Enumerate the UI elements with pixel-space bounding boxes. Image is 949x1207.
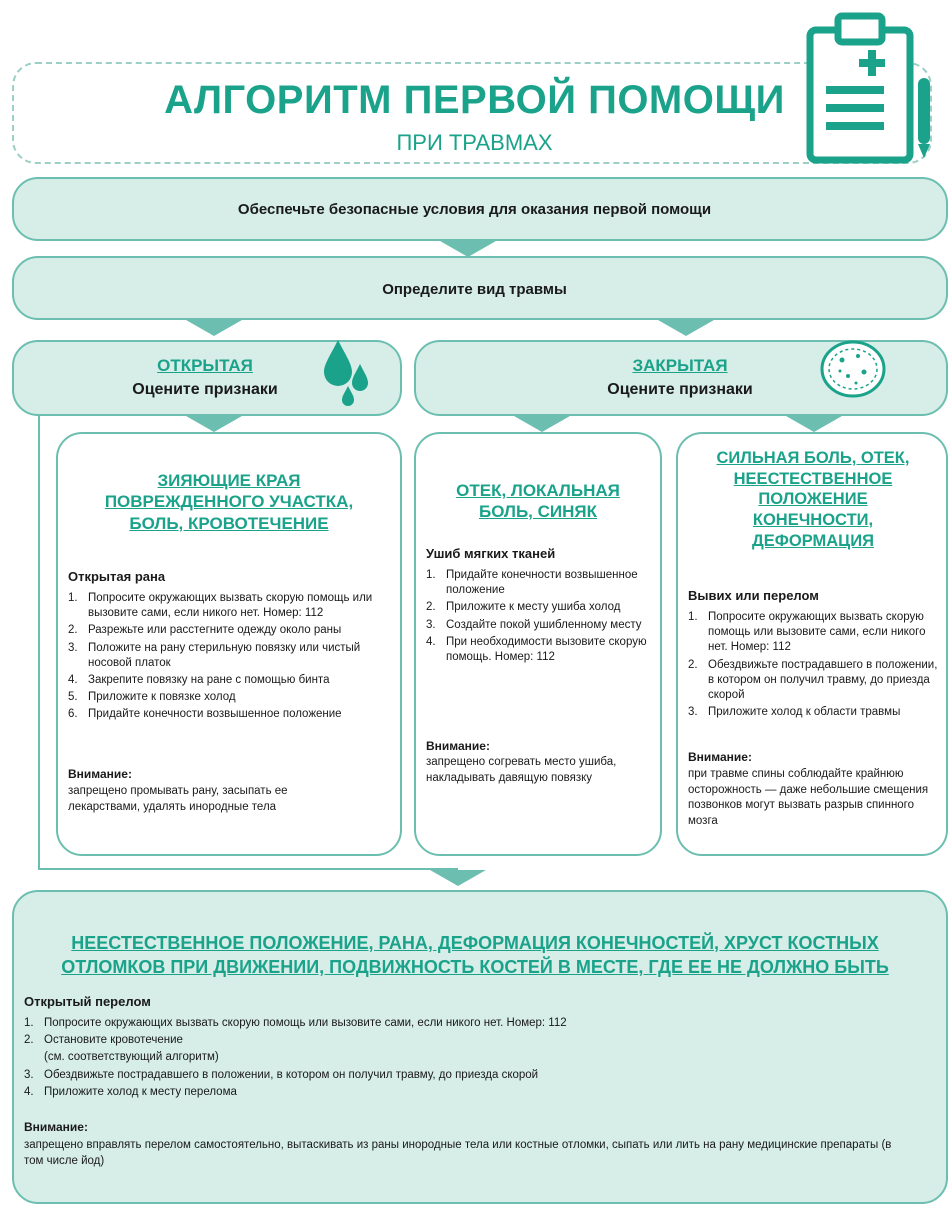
- fracture-section-title: Вывих или перелом: [688, 588, 819, 603]
- identify-step-box: [12, 256, 948, 320]
- list-item: 1.Попросите окружающих вызвать скорую по…: [68, 591, 390, 621]
- item-text: Приложите холод к месту перелома: [44, 1085, 237, 1098]
- item-text: Попросите окружающих вызвать скорую помо…: [708, 611, 926, 654]
- open-fracture-heading: НЕЕСТЕСТВЕННОЕ ПОЛОЖЕНИЕ, РАНА, ДЕФОРМАЦ…: [61, 933, 889, 978]
- list-item: 2.Приложите к месту ушиба холод: [426, 600, 652, 615]
- heading-line: БОЛЬ, СИНЯК: [479, 502, 597, 522]
- heading-line: ДЕФОРМАЦИЯ: [752, 531, 874, 550]
- list-item: 2.Обездвижьте пострадавшего в положении,…: [688, 658, 940, 704]
- list-item: 1.Попросите окружающих вызвать скорую по…: [24, 1016, 924, 1031]
- heading-line: ЗИЯЮЩИЕ КРАЯ: [157, 471, 301, 490]
- page-title: АЛГОРИТМ ПЕРВОЙ ПОМОЩИ: [164, 78, 785, 122]
- list-item: 3.Положите на рану стерильную повязку ил…: [68, 641, 390, 671]
- item-text: Попросите окружающих вызвать скорую помо…: [88, 592, 373, 620]
- list-item: 3.Приложите холод к области травмы: [688, 705, 940, 720]
- list-item: 1.Попросите окружающих вызвать скорую по…: [688, 610, 940, 656]
- heading-line: НЕЕСТЕСТВЕННОЕ: [733, 469, 893, 488]
- closed-category-title: ЗАКРЫТАЯ: [632, 356, 728, 375]
- item-text: Попросите окружающих вызвать скорую помо…: [44, 1017, 567, 1029]
- header-frame: [12, 62, 932, 164]
- bruise-card: [414, 432, 662, 856]
- closed-category-sub: Оцените признаки: [607, 381, 753, 398]
- heading-line: КОНЕЧНОСТИ,: [752, 510, 874, 529]
- connector-line: [38, 410, 40, 870]
- open-fracture-section-title: Открытый перелом: [24, 994, 151, 1009]
- list-item: 4.При необходимости вызовите скорую помо…: [426, 635, 652, 665]
- list-item: 4.Приложите холод к месту перелома: [24, 1085, 924, 1100]
- item-text: Приложите к повязке холод: [88, 691, 236, 704]
- item-text: Закрепите повязку на ране с помощью бинт…: [88, 673, 330, 686]
- open-fracture-box: [12, 890, 948, 1204]
- item-text: (см. соответствующий алгоритм): [44, 1051, 219, 1064]
- medical-clipboard-icon: [806, 12, 930, 164]
- open-fracture-warning-title: Внимание:: [24, 1120, 88, 1134]
- list-item: 3.Создайте покой ушибленному месту: [426, 618, 652, 633]
- open-fracture-steps: 1.Попросите окружающих вызвать скорую по…: [24, 1016, 924, 1102]
- bruise-heading: ОТЕК, ЛОКАЛЬНАЯ БОЛЬ, СИНЯК: [420, 480, 656, 523]
- arrow-down-icon: [440, 241, 496, 257]
- list-item: 1.Придайте конечности возвышенное положе…: [426, 568, 652, 598]
- list-item: (см. соответствующий алгоритм): [24, 1050, 924, 1065]
- bruise-warning: запрещено согревать место ушиба, наклады…: [426, 756, 617, 784]
- item-text: Остановите кровотечение: [44, 1034, 183, 1047]
- item-text: Приложите к месту ушиба холод: [446, 601, 621, 614]
- arrow-down-icon: [430, 870, 486, 886]
- open-wound-section-title: Открытая рана: [68, 569, 166, 584]
- item-text: Положите на рану стерильную повязку или …: [88, 641, 361, 669]
- identify-step-text: Определите вид травмы: [382, 281, 567, 298]
- item-text: Придайте конечности возвышенное положени…: [446, 569, 638, 597]
- open-wound-heading: ЗИЯЮЩИЕ КРАЯ ПОВРЕЖДЕННОГО УЧАСТКА, БОЛЬ…: [66, 470, 392, 534]
- safety-step-text: Обеспечьте безопасные условия для оказан…: [237, 201, 712, 218]
- heading-line: ПОВРЕЖДЕННОГО УЧАСТКА,: [104, 492, 354, 512]
- list-item: 5.Приложите к повязке холод: [68, 690, 390, 705]
- arrow-down-icon: [186, 320, 242, 336]
- arrow-down-icon: [786, 416, 842, 432]
- list-item: 3.Обездвижьте пострадавшего в положении,…: [24, 1068, 924, 1083]
- fracture-heading: СИЛЬНАЯ БОЛЬ, ОТЕК, НЕЕСТЕСТВЕННОЕ ПОЛОЖ…: [684, 448, 942, 551]
- item-text: Придайте конечности возвышенное положени…: [88, 708, 342, 721]
- bruise-section-title: Ушиб мягких тканей: [426, 546, 556, 561]
- list-item: 4.Закрепите повязку на ране с помощью би…: [68, 673, 390, 688]
- item-text: Разрежьте или расстегните одежду около р…: [88, 624, 342, 637]
- item-text: При необходимости вызовите скорую помощь…: [446, 635, 647, 663]
- item-text: Обездвижьте пострадавшего в положении, в…: [708, 658, 938, 701]
- list-item: 2.Разрежьте или расстегните одежду около…: [68, 623, 390, 638]
- heading-line: ОТЕК, ЛОКАЛЬНАЯ: [456, 481, 620, 500]
- arrow-down-icon: [658, 320, 714, 336]
- bruise-warning-title: Внимание:: [426, 739, 490, 753]
- item-text: Обездвижьте пострадавшего в положении, в…: [44, 1068, 539, 1081]
- item-text: Приложите холод к области травмы: [708, 706, 901, 719]
- open-category-title: ОТКРЫТАЯ: [157, 356, 253, 375]
- bruise-circle-icon: [820, 340, 886, 398]
- arrow-down-icon: [186, 416, 242, 432]
- fracture-warning: при травме спины соблюдайте крайнюю осто…: [688, 768, 929, 827]
- open-wound-steps: 1.Попросите окружающих вызвать скорую по…: [68, 591, 390, 724]
- arrow-down-icon: [514, 416, 570, 432]
- heading-line: ПОЛОЖЕНИЕ: [758, 490, 868, 509]
- fracture-warning-title: Внимание:: [688, 750, 752, 764]
- page-subtitle: ПРИ ТРАВМАХ: [396, 130, 553, 155]
- open-category-sub: Оцените признаки: [132, 381, 278, 398]
- safety-step-box: [12, 177, 948, 241]
- fracture-card: [676, 432, 948, 856]
- open-wound-warning: запрещено промывать рану, засыпать ее ле…: [68, 785, 288, 813]
- list-item: 6.Придайте конечности возвышенное положе…: [68, 707, 390, 722]
- connector-line: [38, 868, 458, 870]
- open-wound-warning-title: Внимание:: [68, 767, 132, 781]
- item-text: Создайте покой ушибленному месту: [446, 618, 642, 631]
- bruise-steps: 1.Придайте конечности возвышенное положе…: [426, 568, 652, 667]
- fracture-steps: 1.Попросите окружающих вызвать скорую по…: [688, 610, 940, 722]
- open-wound-card: [56, 432, 402, 856]
- heading-line: СИЛЬНАЯ БОЛЬ, ОТЕК,: [716, 449, 910, 467]
- list-item: 2.Остановите кровотечение: [24, 1033, 924, 1048]
- open-fracture-warning: запрещено вправлять перелом самостоятель…: [24, 1139, 892, 1167]
- heading-line: БОЛЬ, КРОВОТЕЧЕНИЕ: [129, 513, 329, 533]
- blood-drops-icon: [324, 340, 368, 406]
